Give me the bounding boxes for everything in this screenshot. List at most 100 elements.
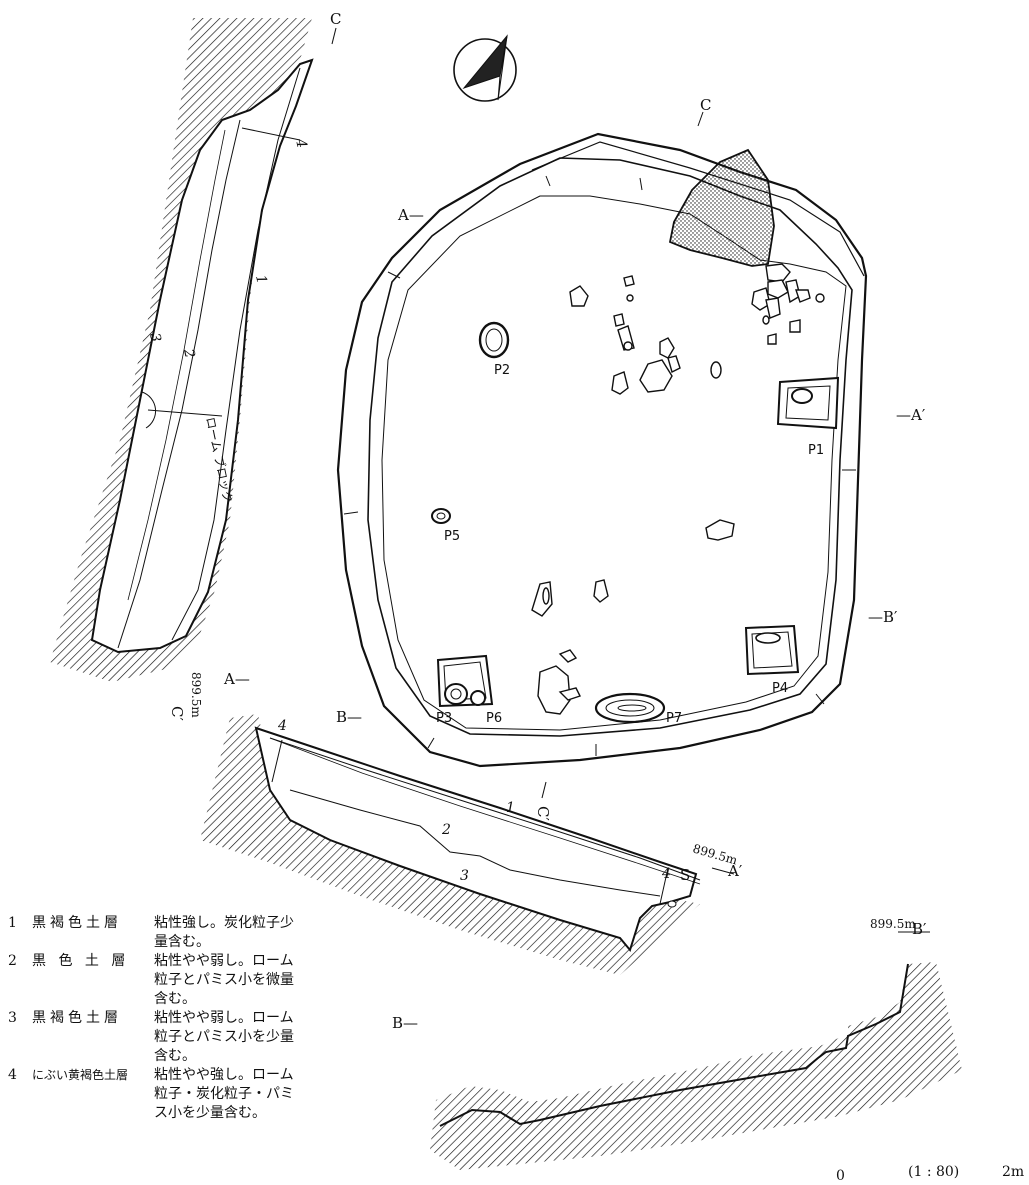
legend-desc-line: 粒子とパミス小を少量 bbox=[154, 1029, 294, 1045]
stones bbox=[531, 263, 825, 715]
label-c-plan-top: C bbox=[700, 96, 711, 114]
stone bbox=[795, 289, 811, 303]
section-a-layer-4b: 4 bbox=[661, 866, 671, 882]
stone bbox=[765, 263, 791, 283]
hearth-dotted-area bbox=[668, 148, 775, 267]
stone bbox=[789, 319, 801, 333]
pit-p5-label: P5 bbox=[444, 529, 460, 544]
section-a-layer-3: 3 bbox=[460, 868, 469, 884]
stone bbox=[623, 275, 635, 287]
pit-p4-label: P4 bbox=[772, 681, 788, 696]
plan-inner-outline bbox=[367, 157, 853, 737]
stone bbox=[667, 355, 681, 374]
stone bbox=[611, 371, 629, 395]
pit-p6: P6 bbox=[470, 690, 502, 726]
section-a-layer-line bbox=[269, 737, 701, 885]
stone bbox=[613, 313, 625, 327]
section-b-elevation: 899.5m bbox=[870, 917, 916, 931]
stone bbox=[767, 333, 777, 345]
label-a-plan: A— bbox=[397, 206, 424, 224]
scale-bar-ratio: (1 : 80) bbox=[908, 1164, 959, 1180]
pit-p2: P2 bbox=[478, 321, 510, 378]
stone bbox=[659, 337, 675, 359]
legend-description: 粘性やや弱し。ローム 粒子とパミス小を微量 含む。 bbox=[154, 952, 344, 1009]
legend-row-1: 1 黒褐色土層 粘性強し。炭化粒子少 量含む。 bbox=[8, 914, 368, 952]
legend-description: 粘性やや強し。ローム 粒子・炭化粒子・パミ ス小を少量含む。 bbox=[154, 1066, 344, 1123]
pit-p1: P1 bbox=[776, 376, 840, 458]
section-b-surface bbox=[439, 963, 909, 1127]
stone bbox=[639, 359, 673, 393]
label-c-plan-top-tick bbox=[697, 111, 704, 127]
stone bbox=[537, 665, 571, 715]
stone bbox=[623, 341, 633, 351]
legend-number: 2 bbox=[8, 953, 17, 969]
stone bbox=[765, 297, 781, 319]
pit-p7-label: P7 bbox=[666, 711, 682, 726]
north-arrow bbox=[453, 34, 517, 102]
section-c-layer-2: 2 bbox=[180, 347, 198, 360]
section-b-hatch bbox=[430, 962, 962, 1170]
section-a-layer-line bbox=[289, 789, 661, 897]
pit-p2-label: P2 bbox=[494, 363, 510, 378]
label-b-prime-plan: —B′ bbox=[868, 608, 898, 626]
stone bbox=[710, 361, 722, 379]
legend-desc-line: 含む。 bbox=[154, 1048, 196, 1064]
scale-bar: 0 (1 : 80) 2m bbox=[836, 1164, 1024, 1184]
legend-desc-line: 含む。 bbox=[154, 991, 196, 1007]
stone bbox=[762, 315, 770, 325]
pit-p1-label: P1 bbox=[808, 443, 824, 458]
rim-ticks bbox=[343, 175, 856, 756]
label-a-left: A— bbox=[223, 670, 250, 688]
section-c-arc bbox=[141, 391, 157, 429]
legend-description: 粘性やや弱し。ローム 粒子とパミス小を少量 含む。 bbox=[154, 1009, 344, 1066]
legend-desc-line: 粒子・炭化粒子・パミ bbox=[154, 1086, 294, 1102]
label-c-prime-plan-tick bbox=[541, 781, 547, 799]
label-b-plan: B— bbox=[336, 708, 362, 726]
section-c-end-label: C′ bbox=[168, 706, 186, 721]
pit-dwelling-plan: P1 P2 P3 P4 P5 bbox=[223, 96, 926, 821]
legend-desc-line: 粒子とパミス小を微量 bbox=[154, 972, 294, 988]
section-c-tick bbox=[147, 409, 223, 417]
soil-layer-legend: 1 黒褐色土層 粘性強し。炭化粒子少 量含む。 2 黒 色 土 層 粘性やや弱し… bbox=[8, 914, 368, 1123]
stone bbox=[767, 279, 789, 299]
stone bbox=[542, 587, 550, 605]
section-c-layer-1: 1 bbox=[252, 274, 270, 286]
legend-layer-name: 黒 色 土 層 bbox=[32, 953, 130, 969]
section-c-tick bbox=[241, 127, 301, 141]
section-c-layer-3: 3 bbox=[146, 332, 164, 344]
stone bbox=[558, 649, 578, 663]
pit-p6-label: P6 bbox=[486, 711, 502, 726]
pit-p5: P5 bbox=[431, 508, 460, 544]
section-a-layer-4: 4 bbox=[277, 718, 287, 734]
legend-row-4: 4 にぶい黄褐色土層 粘性やや強し。ローム 粒子・炭化粒子・パミ ス小を少量含む… bbox=[8, 1066, 368, 1123]
section-a-pit-fill bbox=[254, 726, 698, 953]
section-a-tick bbox=[271, 739, 283, 783]
scale-bar-end: 2m bbox=[1002, 1164, 1024, 1180]
legend-desc-line: 量含む。 bbox=[154, 934, 210, 950]
legend-number: 4 bbox=[8, 1067, 17, 1083]
section-a-layer-1: 1 bbox=[506, 800, 515, 816]
legend-desc-line: 粘性やや強し。ローム bbox=[154, 1067, 294, 1083]
pit-p4: P4 bbox=[744, 624, 800, 696]
legend-layer-name: 黒褐色土層 bbox=[32, 915, 122, 931]
section-a-end-label: A′ bbox=[727, 862, 743, 880]
legend-row-3: 3 黒褐色土層 粘性やや弱し。ローム 粒子とパミス小を少量 含む。 bbox=[8, 1009, 368, 1066]
label-c-top-left: C bbox=[330, 10, 341, 28]
section-a-profile: 1 2 3 4 4 S 899.5m A′ bbox=[200, 714, 743, 975]
stone bbox=[593, 579, 609, 603]
stone bbox=[705, 519, 735, 541]
section-a-stone bbox=[667, 900, 677, 908]
legend-desc-line: 粘性やや弱し。ローム bbox=[154, 1010, 294, 1026]
stone bbox=[751, 287, 771, 311]
section-c-layer-line bbox=[171, 67, 301, 641]
label-c-top-left-tick bbox=[331, 27, 337, 45]
section-a-tick bbox=[659, 867, 669, 905]
section-b-start-label: B— bbox=[392, 1014, 418, 1032]
legend-layer-name: にぶい黄褐色土層 bbox=[32, 1068, 129, 1082]
section-c-layer-line bbox=[117, 119, 241, 649]
north-arrow-light-half bbox=[497, 35, 508, 101]
legend-number: 1 bbox=[8, 915, 17, 931]
legend-desc-line: 粘性強し。炭化粒子少 bbox=[154, 915, 294, 931]
section-b-profile: 899.5m B′ B— bbox=[392, 917, 962, 1170]
